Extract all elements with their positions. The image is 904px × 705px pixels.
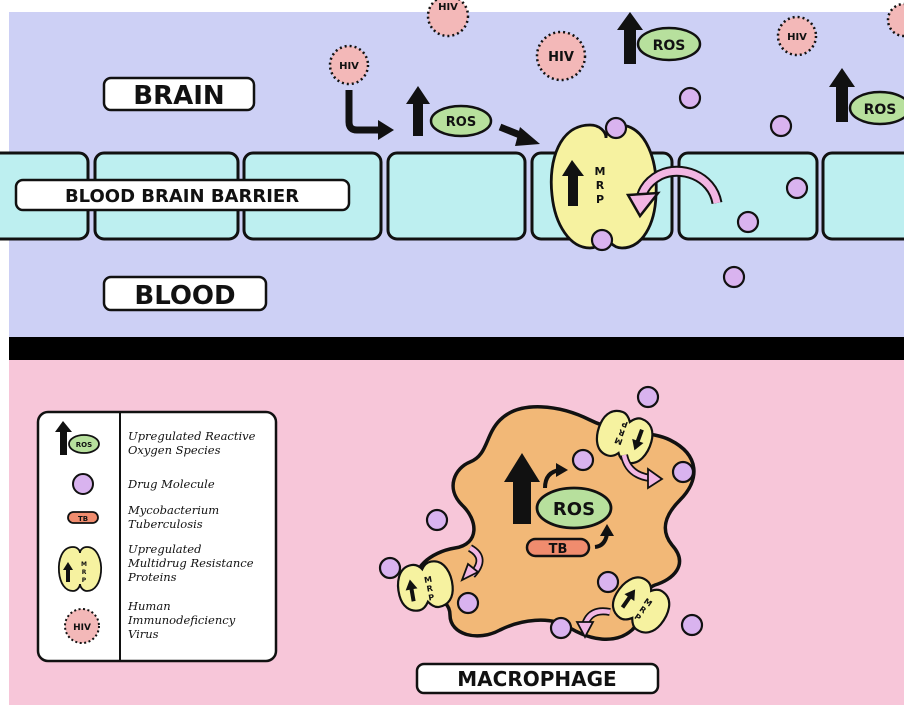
svg-text:ROS: ROS (446, 115, 476, 130)
drug-molecule (638, 387, 658, 407)
legend-text: Drug Molecule (127, 477, 215, 491)
svg-text:R: R (82, 569, 87, 576)
drug-molecule (573, 450, 593, 470)
macrophage-label-box: MACROPHAGE (417, 664, 658, 693)
legend-text: Oxygen Species (128, 443, 221, 457)
bbb-cell (823, 153, 904, 239)
drug-molecule (738, 212, 758, 232)
drug-molecule (458, 593, 478, 613)
legend-text: Multidrug Resistance (127, 556, 254, 570)
svg-text:ROS: ROS (553, 499, 595, 520)
svg-text:R: R (596, 179, 605, 192)
drug-molecule (682, 615, 702, 635)
legend-text: Upregulated Reactive (128, 429, 256, 443)
svg-text:TB: TB (78, 515, 88, 523)
svg-text:HIV: HIV (339, 61, 359, 72)
drug-molecule (787, 178, 807, 198)
svg-text:P: P (596, 193, 604, 206)
legend-text: Tuberculosis (128, 517, 203, 531)
legend-text: Upregulated (128, 542, 201, 556)
macrophage-label: MACROPHAGE (457, 667, 616, 691)
brain-label: BRAIN (133, 81, 224, 111)
tb-bacterium: TB (527, 539, 589, 557)
drug-molecule-icon (73, 474, 93, 494)
brain-label-box: BRAIN (104, 78, 254, 111)
blood-label-box: BLOOD (104, 277, 266, 311)
mrp-icon: M R P (59, 547, 101, 591)
svg-text:ROS: ROS (864, 102, 897, 118)
hiv-particle: HIV (428, 0, 468, 36)
drug-molecule (380, 558, 400, 578)
drug-molecule (673, 462, 693, 482)
tb-icon: TB (68, 512, 98, 523)
divider-bar (9, 337, 904, 360)
legend-text: Mycobacterium (127, 503, 219, 517)
svg-text:HIV: HIV (787, 32, 807, 43)
legend-text: Proteins (127, 570, 177, 584)
legend-text: Human (127, 599, 171, 613)
drug-molecule (427, 510, 447, 530)
svg-text:ROS: ROS (76, 441, 92, 449)
legend: ROS TB M R P HIV Upregulated Reactive Ox… (38, 412, 276, 661)
drug-molecule (592, 230, 612, 250)
hiv-particle: HIV (778, 17, 816, 55)
svg-text:HIV: HIV (548, 50, 574, 65)
svg-text:M: M (81, 561, 87, 568)
hiv-particle: HIV (537, 32, 585, 80)
drug-molecule (771, 116, 791, 136)
svg-text:M: M (595, 165, 606, 178)
bbb-label: BLOOD BRAIN BARRIER (65, 186, 299, 207)
drug-molecule (724, 267, 744, 287)
drug-molecule (680, 88, 700, 108)
svg-text:TB: TB (549, 542, 568, 557)
legend-text: Immunodeficiency (127, 613, 236, 627)
svg-text:HIV: HIV (438, 2, 458, 13)
drug-molecule (551, 618, 571, 638)
bbb-cell (388, 153, 525, 239)
svg-text:ROS: ROS (653, 38, 686, 54)
hiv-particle: HIV (330, 46, 368, 84)
bbb-label-box: BLOOD BRAIN BARRIER (16, 180, 349, 210)
drug-molecule (606, 118, 626, 138)
drug-molecule (598, 572, 618, 592)
blood-label: BLOOD (134, 281, 235, 311)
svg-text:HIV: HIV (73, 623, 91, 633)
legend-text: Virus (128, 627, 159, 641)
hiv-icon: HIV (65, 609, 99, 643)
svg-text:P: P (82, 577, 87, 584)
